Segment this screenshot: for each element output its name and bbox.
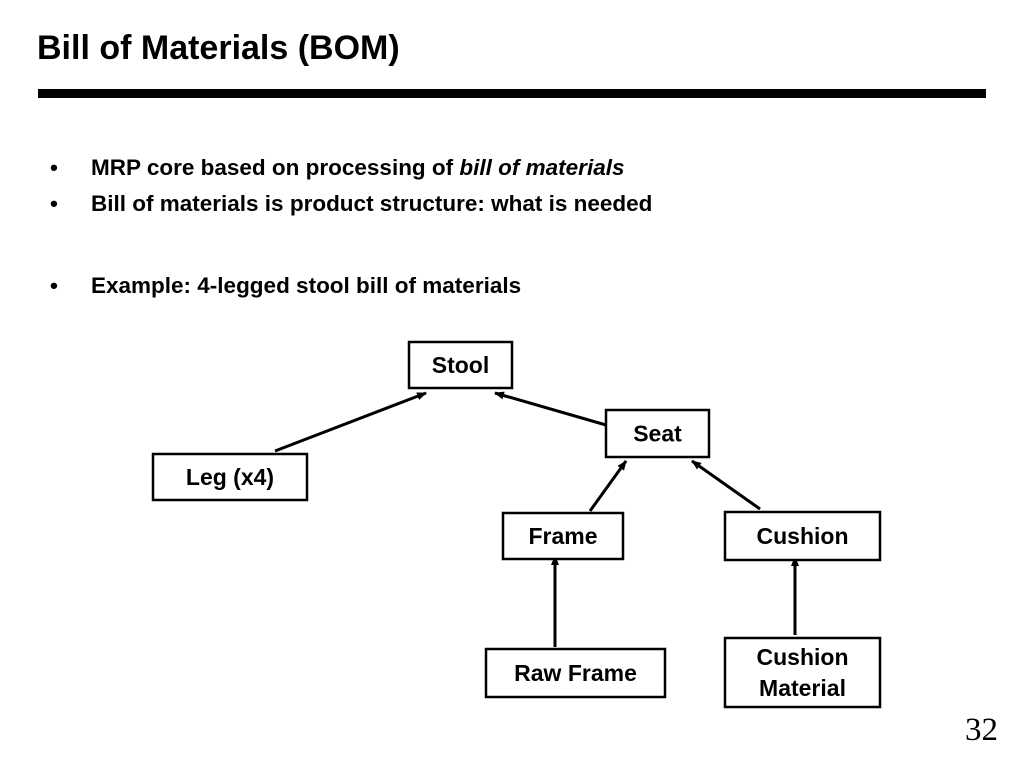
page-number: 32 bbox=[965, 712, 998, 748]
node-box bbox=[723, 510, 882, 562]
node-box bbox=[151, 452, 309, 502]
node-label: Leg (x4) bbox=[186, 464, 274, 490]
bullet-item: • Bill of materials is product structure… bbox=[50, 186, 652, 222]
bullet-text: Example: 4-legged stool bill of material… bbox=[91, 273, 522, 298]
node-box bbox=[723, 636, 882, 709]
node-box bbox=[501, 511, 625, 561]
node-seat: Seat bbox=[604, 408, 711, 459]
node-box bbox=[484, 647, 667, 699]
node-label: Frame bbox=[528, 523, 597, 549]
bom-edges bbox=[274, 391, 799, 647]
node-stool: Stool bbox=[407, 340, 514, 390]
edge-seat-to-stool bbox=[494, 391, 607, 427]
bullet-text: MRP core based on processing of bbox=[91, 155, 460, 180]
node-label: Cushion bbox=[757, 644, 849, 670]
edge-cushion-to-seat bbox=[691, 459, 761, 511]
bullet-list: • MRP core based on processing of bill o… bbox=[50, 150, 652, 304]
title-divider bbox=[38, 89, 986, 98]
node-cushion: Cushion bbox=[723, 510, 882, 562]
node-label: Raw Frame bbox=[514, 660, 637, 686]
node-label: Cushion bbox=[757, 523, 849, 549]
node-box bbox=[407, 340, 514, 390]
node-leg: Leg (x4) bbox=[151, 452, 309, 502]
bullet-emphasis: bill of materials bbox=[459, 155, 625, 180]
bullet-item: • MRP core based on processing of bill o… bbox=[50, 150, 652, 186]
node-raw-frame: Raw Frame bbox=[484, 647, 667, 699]
bullet-dot: • bbox=[50, 191, 58, 216]
node-label: Seat bbox=[633, 421, 682, 447]
node-label: Material bbox=[759, 675, 846, 701]
node-frame: Frame bbox=[501, 511, 625, 561]
bullet-dot: • bbox=[50, 273, 58, 298]
slide-title: Bill of Materials (BOM) bbox=[37, 29, 400, 67]
edge-leg-to-stool bbox=[274, 391, 427, 453]
bullet-item: • Example: 4-legged stool bill of materi… bbox=[50, 268, 652, 304]
bullet-dot: • bbox=[50, 155, 58, 180]
node-label: Stool bbox=[432, 352, 490, 378]
node-box bbox=[604, 408, 711, 459]
bullet-text: Bill of materials is product structure: … bbox=[91, 191, 653, 216]
edge-frame-to-seat bbox=[588, 460, 628, 512]
